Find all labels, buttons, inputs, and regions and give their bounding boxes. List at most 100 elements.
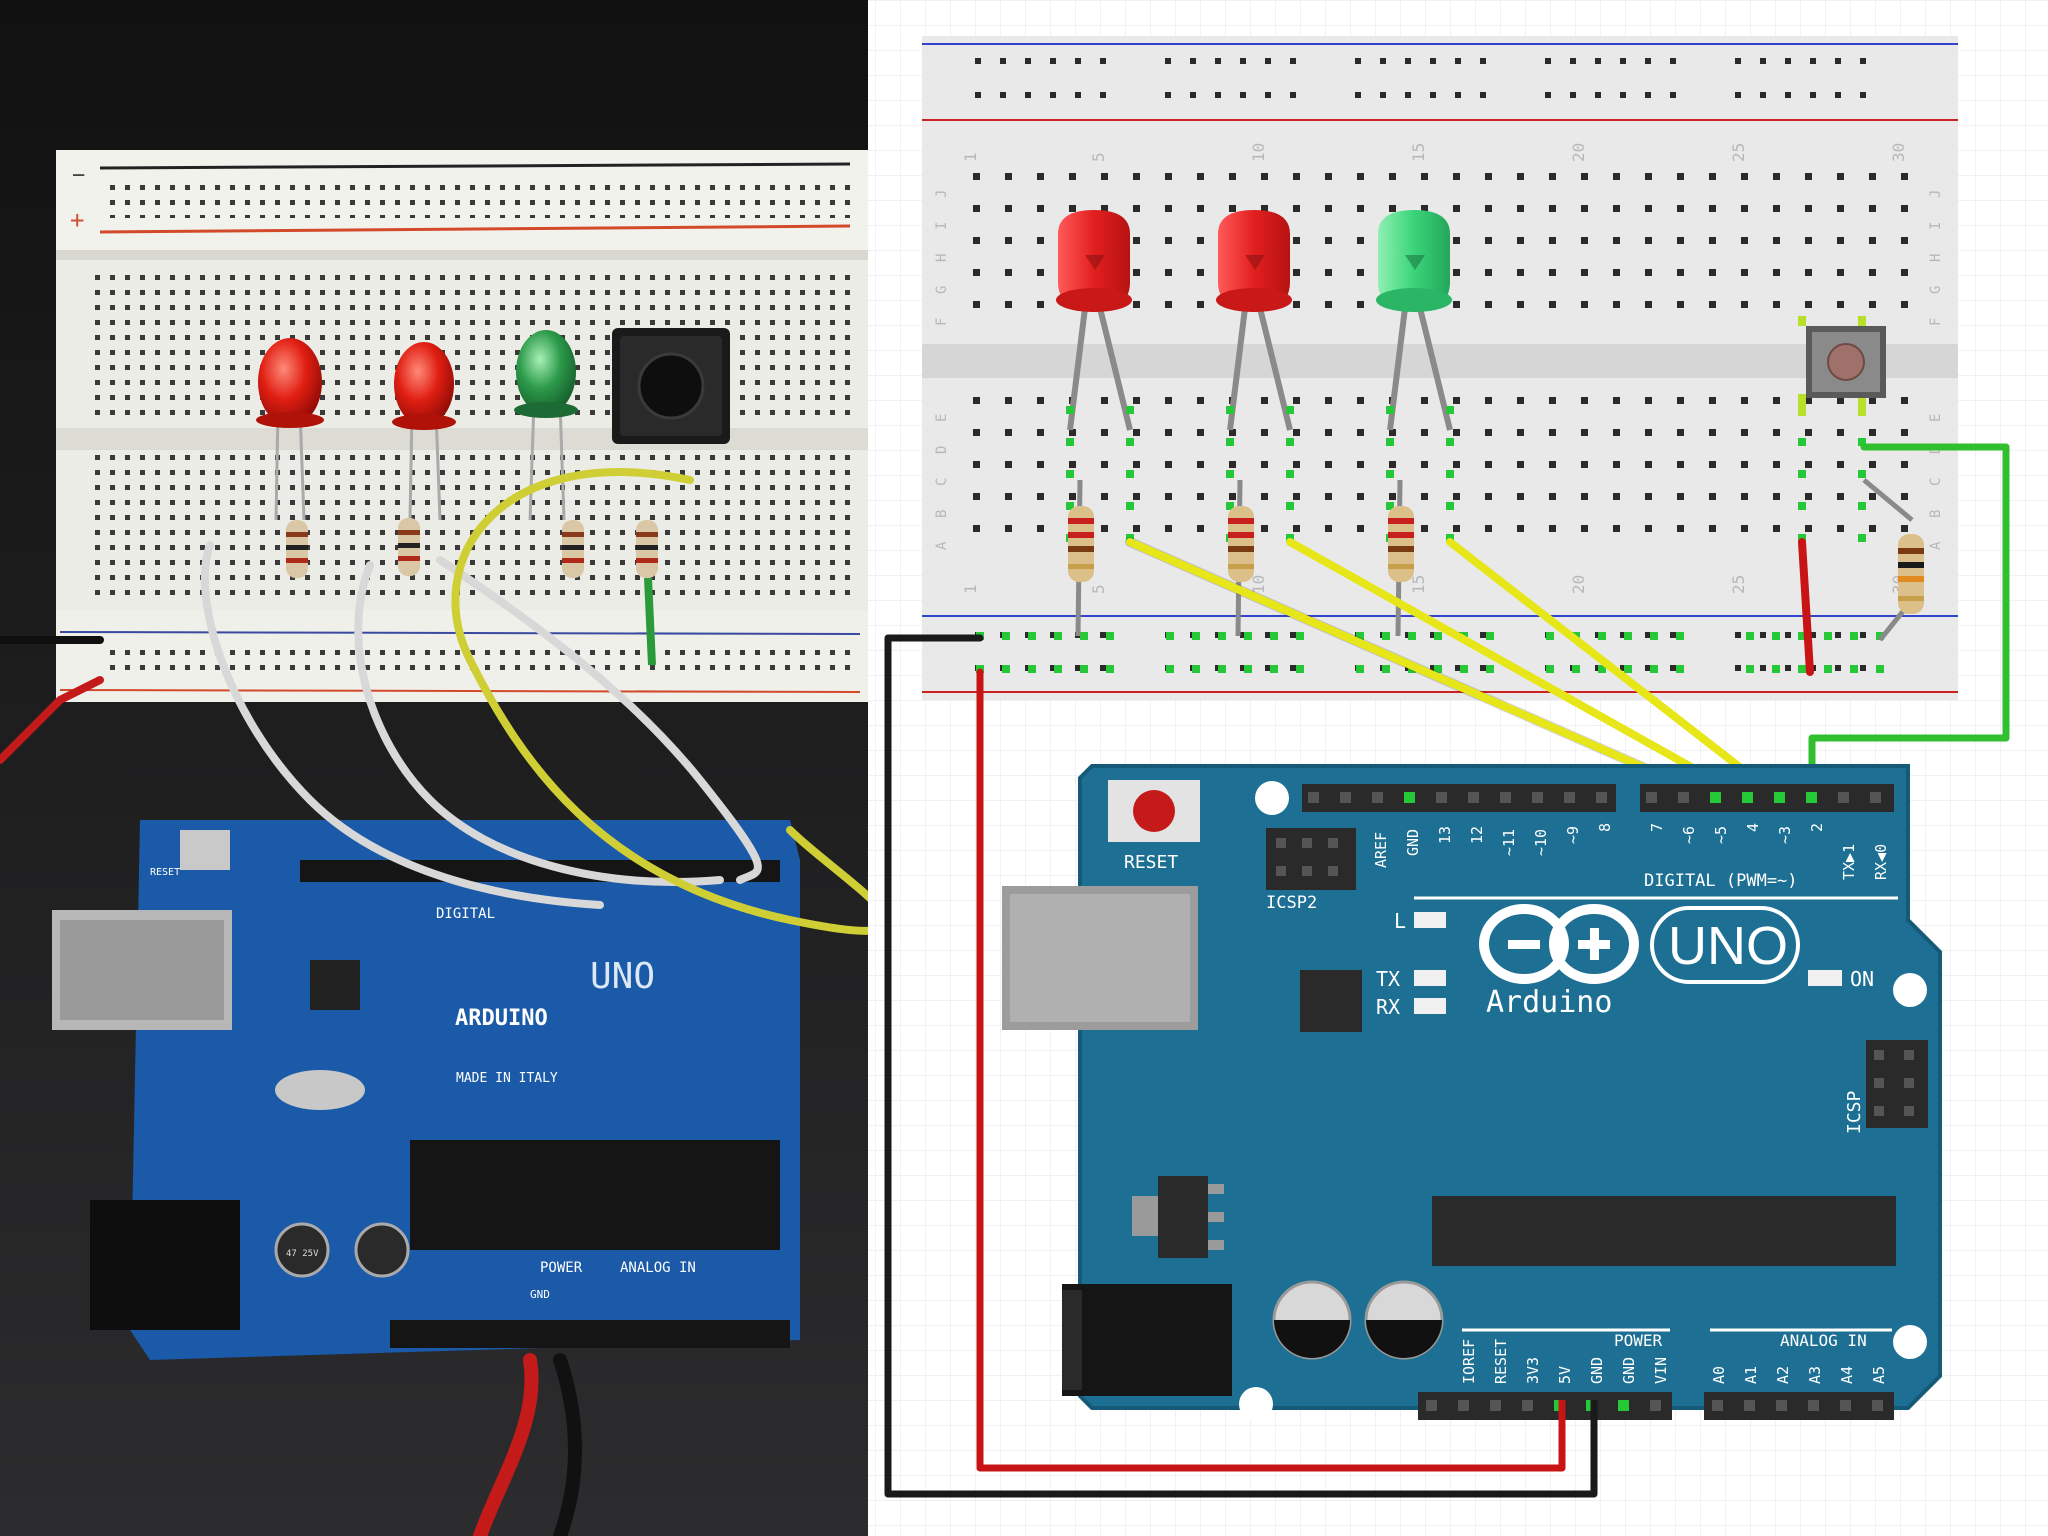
pin-label: A0: [1710, 1366, 1728, 1384]
diagram-power-header-label: POWER: [1614, 1331, 1663, 1350]
pin-label: A3: [1806, 1366, 1824, 1384]
photo-rail-minus: −: [72, 163, 85, 188]
row-letter: H: [1928, 254, 1944, 262]
photo-analog-label: ANALOG IN: [620, 1260, 696, 1276]
col-num: 1: [961, 152, 980, 162]
pin-label: 7: [1648, 823, 1666, 832]
diagram-led-rx-label: RX: [1376, 995, 1400, 1019]
row-letter: E: [934, 414, 950, 422]
photo-led-red-2: [392, 342, 456, 521]
diagram-board-name: Arduino: [1486, 985, 1612, 1020]
photo-led-green: [514, 330, 578, 521]
col-num: 20: [1569, 143, 1588, 162]
power-header: [1418, 1392, 1672, 1420]
pin-label: ~6: [1680, 826, 1698, 844]
pin-label: 12: [1468, 826, 1486, 844]
row-letter: F: [934, 318, 950, 326]
col-num: 15: [1409, 143, 1428, 162]
pin-label: A1: [1742, 1366, 1760, 1384]
capacitors: [1272, 1280, 1444, 1360]
photo-reset-label: RESET: [150, 867, 180, 878]
pin-label: ~5: [1712, 826, 1730, 844]
row-letter: B: [1928, 510, 1944, 518]
row-letter: E: [1928, 414, 1944, 422]
diagram-arduino-board: RESET ICSP 2 AREF GND: [1002, 764, 1942, 1421]
diagram-push-button: [1798, 316, 1886, 416]
col-num: 5: [1089, 152, 1108, 162]
col-num: 15: [1409, 575, 1428, 594]
diagram-connected-holes: [976, 406, 1884, 673]
photo-gnd-label: GND: [530, 1288, 550, 1301]
digital-header: [1302, 784, 1894, 812]
pin-label: VIN: [1652, 1357, 1670, 1384]
photo-breadboard: − +: [56, 150, 868, 702]
row-letter: F: [1928, 318, 1944, 326]
pin-label: RESET: [1492, 1339, 1510, 1384]
pin-label: A5: [1870, 1366, 1888, 1384]
pin-label: 4: [1744, 823, 1762, 832]
pin-label: GND: [1620, 1357, 1638, 1384]
row-letter: C: [934, 478, 950, 486]
col-num: 5: [1089, 584, 1108, 594]
row-letter: I: [934, 222, 950, 230]
photo-made-in: MADE IN ITALY: [456, 1071, 558, 1086]
pin-label: 13: [1436, 826, 1454, 844]
pin-label: RX◀0: [1872, 844, 1890, 880]
pin-label: GND: [1404, 829, 1422, 856]
diagram-reset-label: RESET: [1124, 852, 1178, 873]
row-letter: J: [1928, 190, 1944, 198]
col-num: 10: [1249, 143, 1268, 162]
row-letter: H: [934, 254, 950, 262]
icsp2-header: [1266, 828, 1356, 890]
row-letter: B: [934, 510, 950, 518]
pin-label: 8: [1596, 823, 1614, 832]
diagram-icsp-label: ICSP: [1844, 1090, 1865, 1134]
diagram-board-model: UNO: [1668, 916, 1788, 976]
diagram-column-numbers-bottom: 1 5 10 15 20 25 30: [961, 575, 1908, 594]
usb-chip: [1300, 970, 1362, 1032]
voltage-regulator: [1132, 1176, 1224, 1258]
pin-label: A2: [1774, 1366, 1792, 1384]
photo-led-red-1: [256, 338, 324, 521]
microcontroller-chip: [1432, 1196, 1896, 1266]
pin-label: 5V: [1556, 1366, 1574, 1384]
power-jack: [1062, 1284, 1232, 1396]
arduino-logo: UNO Arduino: [1479, 904, 1800, 1020]
diagram-row-letters-left: J I H G F E D C B A: [934, 190, 950, 550]
photo-board-name: ARDUINO: [455, 1006, 548, 1031]
header-wire-ends: [1558, 1400, 1598, 1494]
analog-header: [1704, 1392, 1894, 1420]
row-letter: G: [1928, 286, 1944, 294]
col-num: 30: [1889, 143, 1908, 162]
col-num: 1: [961, 584, 980, 594]
diagram-led-l-label: L: [1394, 909, 1406, 933]
row-letter: A: [1928, 541, 1944, 550]
photo-board-model: UNO: [590, 956, 655, 997]
row-letter: G: [934, 286, 950, 294]
diagram-resistors: [1068, 478, 1924, 642]
pin-label: 2: [1808, 823, 1826, 832]
pin-label: A4: [1838, 1366, 1856, 1384]
pin-label: ~3: [1776, 826, 1794, 844]
row-letter: A: [934, 541, 950, 550]
diagram-analog-header-label: ANALOG IN: [1780, 1331, 1867, 1350]
pin-label: ~10: [1532, 829, 1550, 856]
pin-label: 3V3: [1524, 1357, 1542, 1384]
photo-push-button: [612, 328, 730, 444]
diagram-led-green: [1376, 210, 1453, 431]
diagram-digital-header-label: DIGITAL (PWM=~): [1644, 871, 1798, 891]
pin-label: AREF: [1372, 832, 1390, 868]
row-letter: J: [934, 190, 950, 198]
photo-digital-label: DIGITAL: [436, 906, 495, 922]
pin-label: IOREF: [1460, 1339, 1478, 1384]
icsp-header: [1866, 1040, 1928, 1128]
pin-label: ~9: [1564, 826, 1582, 844]
pin-label: TX▶1: [1840, 844, 1858, 880]
col-num: 25: [1729, 143, 1748, 162]
circuit-photo: − +: [0, 0, 868, 1536]
diagram-column-numbers-top: 1 5 10 15 20 25 30: [961, 143, 1908, 162]
diagram-led-red-2: [1216, 210, 1293, 431]
row-letter: I: [1928, 222, 1944, 230]
analog-pin-labels: A0 A1 A2 A3 A4 A5: [1710, 1366, 1888, 1384]
